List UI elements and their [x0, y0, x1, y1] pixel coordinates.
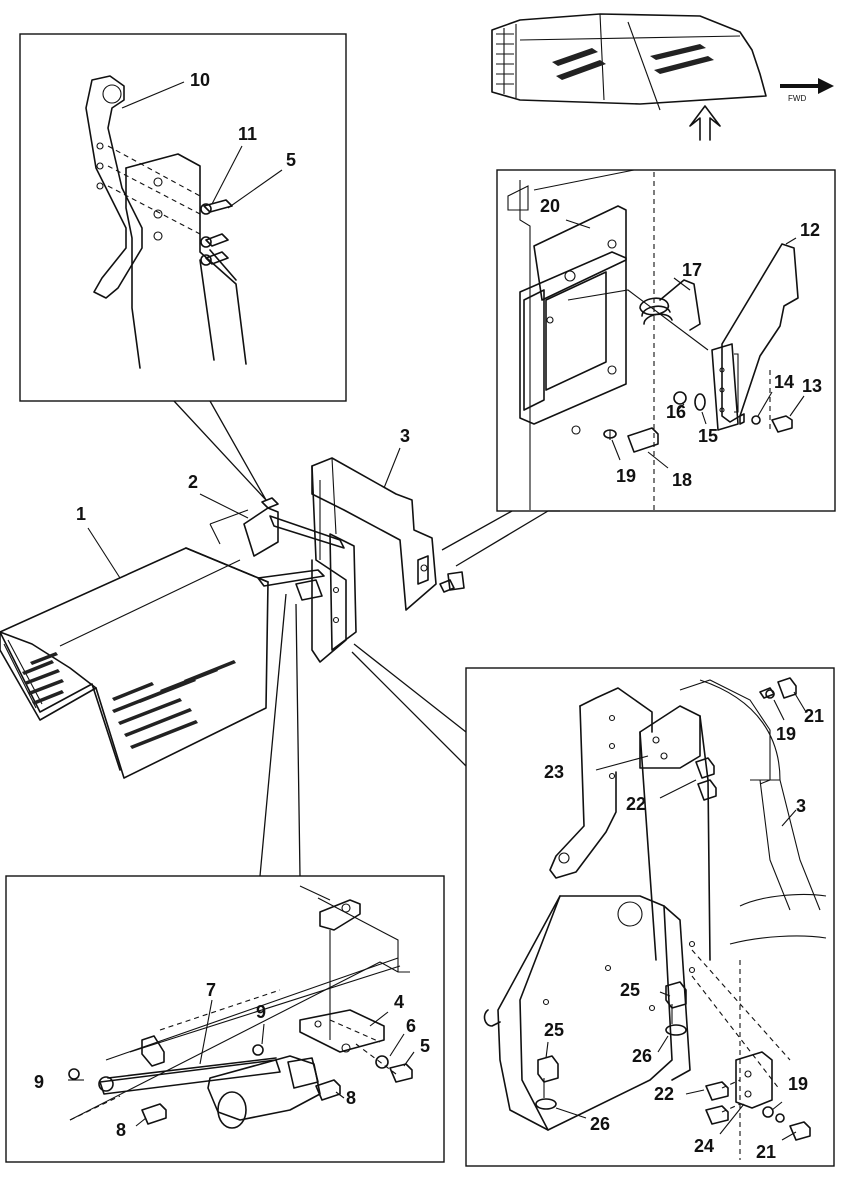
label-21a: 21 [804, 706, 824, 726]
forward-arrow-icon [780, 78, 834, 94]
label-18: 18 [672, 470, 692, 490]
label-9b: 9 [34, 1072, 44, 1092]
label-5a: 5 [286, 150, 296, 170]
label-6: 6 [406, 1016, 416, 1036]
fwd-label: FWD [788, 94, 806, 103]
label-21b: 21 [756, 1142, 776, 1162]
label-25a: 25 [620, 980, 640, 1000]
label-19b: 19 [776, 724, 796, 744]
label-8b: 8 [116, 1120, 126, 1140]
label-14: 14 [774, 372, 794, 392]
label-2: 2 [188, 472, 198, 492]
label-20: 20 [540, 196, 560, 216]
label-22b: 22 [654, 1084, 674, 1104]
main-assembly [0, 457, 465, 779]
label-3a: 3 [400, 426, 410, 446]
label-4: 4 [394, 992, 404, 1012]
label-25b: 25 [544, 1020, 564, 1040]
label-17: 17 [682, 260, 702, 280]
callout-leaders [173, 400, 560, 877]
label-12: 12 [800, 220, 820, 240]
label-1: 1 [76, 504, 86, 524]
label-7: 7 [206, 980, 216, 1000]
label-9a: 9 [256, 1002, 266, 1022]
label-8a: 8 [346, 1088, 356, 1108]
label-10: 10 [190, 70, 210, 90]
label-23: 23 [544, 762, 564, 782]
label-16: 16 [666, 402, 686, 422]
detail-box-bottom-right [465, 667, 835, 1167]
detail-box-bottom-left [5, 875, 445, 1163]
label-11: 11 [238, 124, 257, 144]
label-3b: 3 [796, 796, 806, 816]
view-arrow-icon [689, 105, 721, 141]
label-26a: 26 [632, 1046, 652, 1066]
label-22a: 22 [626, 794, 646, 814]
aircraft-orientation-view [491, 13, 767, 111]
label-13: 13 [802, 376, 822, 396]
label-24: 24 [694, 1136, 714, 1156]
detail-box-right [496, 169, 836, 512]
label-19a: 19 [616, 466, 636, 486]
label-26b: 26 [590, 1114, 610, 1134]
label-19c: 19 [788, 1074, 808, 1094]
label-5b: 5 [420, 1036, 430, 1056]
label-15: 15 [698, 426, 718, 446]
detail-box-top-left [19, 33, 347, 402]
